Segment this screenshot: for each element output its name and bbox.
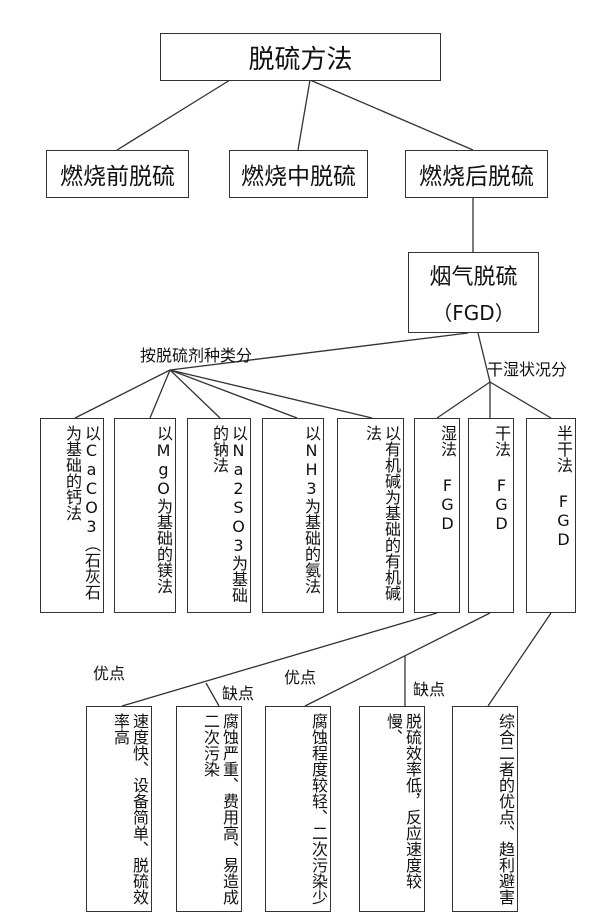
method-label: 干法 FGD <box>492 425 511 533</box>
eval-box-dry-pro: 腐蚀程度较轻、二次污染少 <box>265 706 331 912</box>
stage-label: 燃烧后脱硫 <box>419 164 534 190</box>
root-box: 脱硫方法 <box>160 33 441 81</box>
wet-con-label: 缺点 <box>222 684 255 703</box>
method-label: 半干法 FGD <box>554 425 573 549</box>
eval-text: 脱硫效率低，反应速度较慢、 <box>384 713 422 889</box>
fgd-title: 烟气脱硫 <box>429 265 518 290</box>
eval-box-dry-con: 脱硫效率低，反应速度较慢、 <box>359 706 425 912</box>
dry-con-label: 缺点 <box>413 680 446 699</box>
eval-box-wet-con: 腐蚀严重、费用高、易造成二次污染 <box>176 706 242 912</box>
stage-box-during: 燃烧中脱硫 <box>229 150 368 198</box>
stage-label: 燃烧前脱硫 <box>60 164 175 190</box>
eval-text: 综合二者的优点、趋利避害 <box>496 713 515 905</box>
group-label-by-state: 干湿状况分 <box>487 360 568 379</box>
eval-text: 腐蚀严重、费用高、易造成二次污染 <box>201 713 239 905</box>
group-label-by-agent: 按脱硫剂种类分 <box>140 346 253 365</box>
eval-text: 腐蚀程度较轻、二次污染少 <box>309 713 328 905</box>
method-label: 以MgO为基础的镁法 <box>154 425 173 594</box>
method-box-semi-dry-fgd: 半干法 FGD <box>526 418 576 613</box>
stage-box-pre: 燃烧前脱硫 <box>46 150 189 198</box>
method-box-sodium: 以Na2SO3为基础的钠法 <box>187 418 251 613</box>
method-box-calcium: 以CaCO3（石灰石为基础的钙法 <box>40 418 104 613</box>
eval-text: 速度快、设备简单、脱硫效率高 <box>111 713 149 905</box>
method-box-dry-fgd: 干法 FGD <box>468 418 514 613</box>
method-label: 以NH3为基础的氨法 <box>302 425 321 594</box>
stage-box-post: 燃烧后脱硫 <box>405 150 548 198</box>
fgd-abbr: （FGD） <box>432 301 515 325</box>
method-box-ammonia: 以NH3为基础的氨法 <box>262 418 324 613</box>
method-box-organic-base: 以有机碱为基础的有机碱法 <box>337 418 404 613</box>
method-box-wet-fgd: 湿法 FGD <box>414 418 460 613</box>
method-label: 以有机碱为基础的有机碱法 <box>363 425 401 601</box>
eval-box-semi-dry: 综合二者的优点、趋利避害 <box>452 706 518 912</box>
method-label: 以Na2SO3为基础的钠法 <box>210 425 248 603</box>
fgd-box: 烟气脱硫 （FGD） <box>408 252 539 333</box>
stage-label: 燃烧中脱硫 <box>241 164 356 190</box>
method-label: 湿法 FGD <box>438 425 457 533</box>
eval-box-wet-pro: 速度快、设备简单、脱硫效率高 <box>86 706 152 912</box>
wet-pro-label: 优点 <box>93 664 126 683</box>
dry-pro-label: 优点 <box>284 668 317 687</box>
root-title: 脱硫方法 <box>248 44 353 75</box>
method-label: 以CaCO3（石灰石为基础的钙法 <box>63 425 101 600</box>
method-box-magnesium: 以MgO为基础的镁法 <box>114 418 176 613</box>
